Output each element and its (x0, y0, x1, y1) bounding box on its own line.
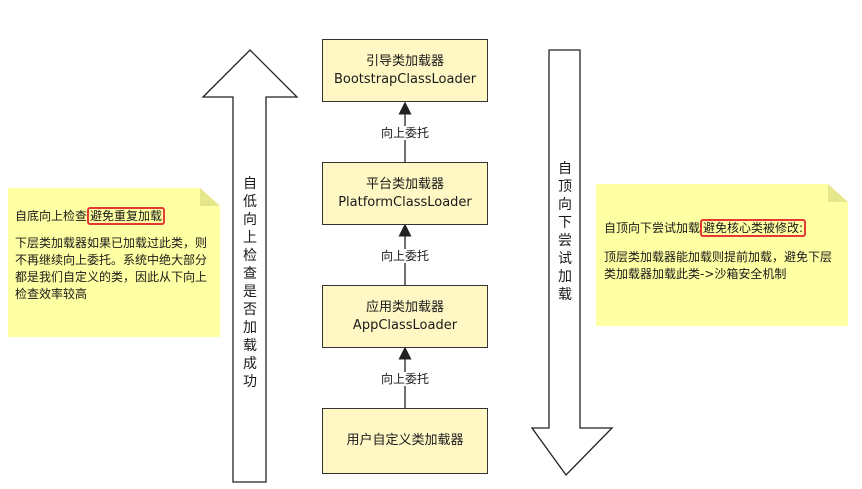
right-note-fold (828, 184, 848, 202)
right-note-shape (596, 184, 848, 326)
down-arrow-char: 载 (558, 287, 572, 303)
up-arrow-char: 检 (243, 248, 257, 264)
left-note-prefix: 自底向上检查 (15, 209, 88, 223)
up-arrow-char: 低 (243, 194, 257, 210)
left-note-heading: 自底向上检查避免重复加载 (15, 207, 210, 225)
down-arrow-label: 自 顶 向 下 尝 试 加 载 (556, 160, 574, 304)
down-arrow-char: 下 (558, 215, 572, 231)
node-class-name: BootstrapClassLoader (333, 71, 477, 87)
node-user-loader: 用户自定义类加载器 (322, 408, 488, 474)
edge-label-delegate-up: 向上委托 (379, 372, 432, 386)
right-note-prefix: 自顶向下尝试加载 (604, 221, 701, 235)
up-arrow-char: 功 (243, 374, 257, 390)
up-arrow-char: 载 (243, 338, 257, 354)
left-note: 自底向上检查避免重复加载 下层类加载器如果已加载过此类，则不再继续向上委托。系统… (15, 207, 210, 303)
down-arrow-char: 顶 (558, 179, 572, 195)
left-note-highlight: 避免重复加载 (87, 207, 166, 225)
up-arrow-char: 向 (243, 212, 257, 228)
left-note-body: 下层类加载器如果已加载过此类，则不再继续向上委托。系统中绝大部分都是我们自定义的… (15, 236, 208, 301)
up-arrow-char: 自 (243, 176, 257, 192)
up-arrow-char: 加 (243, 320, 257, 336)
down-arrow-char: 试 (558, 251, 572, 267)
node-title: 平台类加载器 (365, 176, 444, 192)
node-class-name: PlatformClassLoader (338, 194, 472, 210)
left-note-fold (200, 188, 220, 206)
down-arrow-shape (530, 49, 614, 477)
node-app-loader: 应用类加载器 AppClassLoader (322, 285, 488, 348)
node-class-name: AppClassLoader (352, 317, 458, 333)
up-arrow-char: 成 (243, 356, 257, 372)
node-platform-loader: 平台类加载器 PlatformClassLoader (322, 162, 488, 225)
edge-label-delegate-up: 向上委托 (379, 126, 432, 140)
edge-label-delegate-up: 向上委托 (379, 249, 432, 263)
right-note-heading: 自顶向下尝试加载避免核心类被修改: (604, 219, 842, 237)
node-title: 引导类加载器 (365, 53, 444, 69)
right-note-highlight: 避免核心类被修改: (700, 219, 807, 237)
up-arrow-char: 上 (243, 230, 257, 246)
down-arrow-char: 向 (558, 197, 572, 213)
right-note-body: 顶层类加载器能加载则提前加载，避免下层类加载器加载此类->沙箱安全机制 (604, 250, 833, 281)
up-arrow-shape (201, 49, 299, 483)
right-note: 自顶向下尝试加载避免核心类被修改: 顶层类加载器能加载则提前加载，避免下层类加载… (604, 219, 842, 283)
up-arrow-char: 查 (243, 266, 257, 282)
node-title: 用户自定义类加载器 (346, 433, 464, 448)
down-arrow-char: 加 (558, 269, 572, 285)
down-arrow-char: 自 (558, 161, 572, 177)
up-arrow-label: 自 低 向 上 检 查 是 否 加 载 成 功 (241, 175, 259, 391)
up-arrow-char: 是 (243, 284, 257, 300)
down-arrow-char: 尝 (558, 233, 572, 249)
node-title: 应用类加载器 (365, 299, 444, 315)
node-bootstrap-loader: 引导类加载器 BootstrapClassLoader (322, 39, 488, 102)
up-arrow-char: 否 (243, 302, 257, 318)
left-note-shape (8, 188, 220, 337)
